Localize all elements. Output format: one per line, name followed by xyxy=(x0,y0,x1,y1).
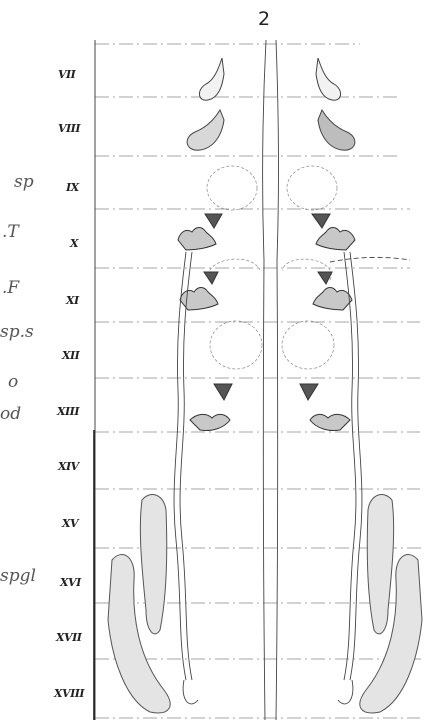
nerve-cord xyxy=(263,40,279,720)
segment-label-xviii: XVIII xyxy=(54,687,84,700)
organ-label-o: o xyxy=(8,372,18,392)
segment-label-xvii: XVII xyxy=(56,631,81,644)
pointer-line xyxy=(330,257,410,262)
segment-label-xi: XI xyxy=(66,294,79,307)
segment-label-x: X xyxy=(70,237,78,250)
spermathecal-glands xyxy=(108,495,422,713)
segment-label-xiii: XIII xyxy=(57,405,79,418)
organ-label-od: od xyxy=(0,404,21,424)
pear-organs xyxy=(187,58,355,150)
segment-label-xiv: XIV xyxy=(58,460,79,473)
organ-label-sp-s: sp.s xyxy=(0,322,34,342)
figure-number: 2 xyxy=(258,8,270,30)
organ-label-f: .F xyxy=(2,278,19,298)
organ-label-sp: sp xyxy=(14,172,34,192)
organ-label-t: .T xyxy=(2,222,19,242)
funnels xyxy=(178,228,355,431)
organ-label-spgl: spgl xyxy=(0,566,36,586)
segment-label-ix: IX xyxy=(66,181,79,194)
segment-label-xvi: XVI xyxy=(60,576,81,589)
sperm-ducts xyxy=(174,252,362,704)
septal-arcs xyxy=(207,166,337,369)
segment-label-xv: XV xyxy=(62,517,78,530)
segment-label-xii: XII xyxy=(62,349,79,362)
segment-label-vii: VII xyxy=(58,68,75,81)
segment-label-viii: VIII xyxy=(58,122,80,135)
dotted-organs xyxy=(204,214,332,400)
